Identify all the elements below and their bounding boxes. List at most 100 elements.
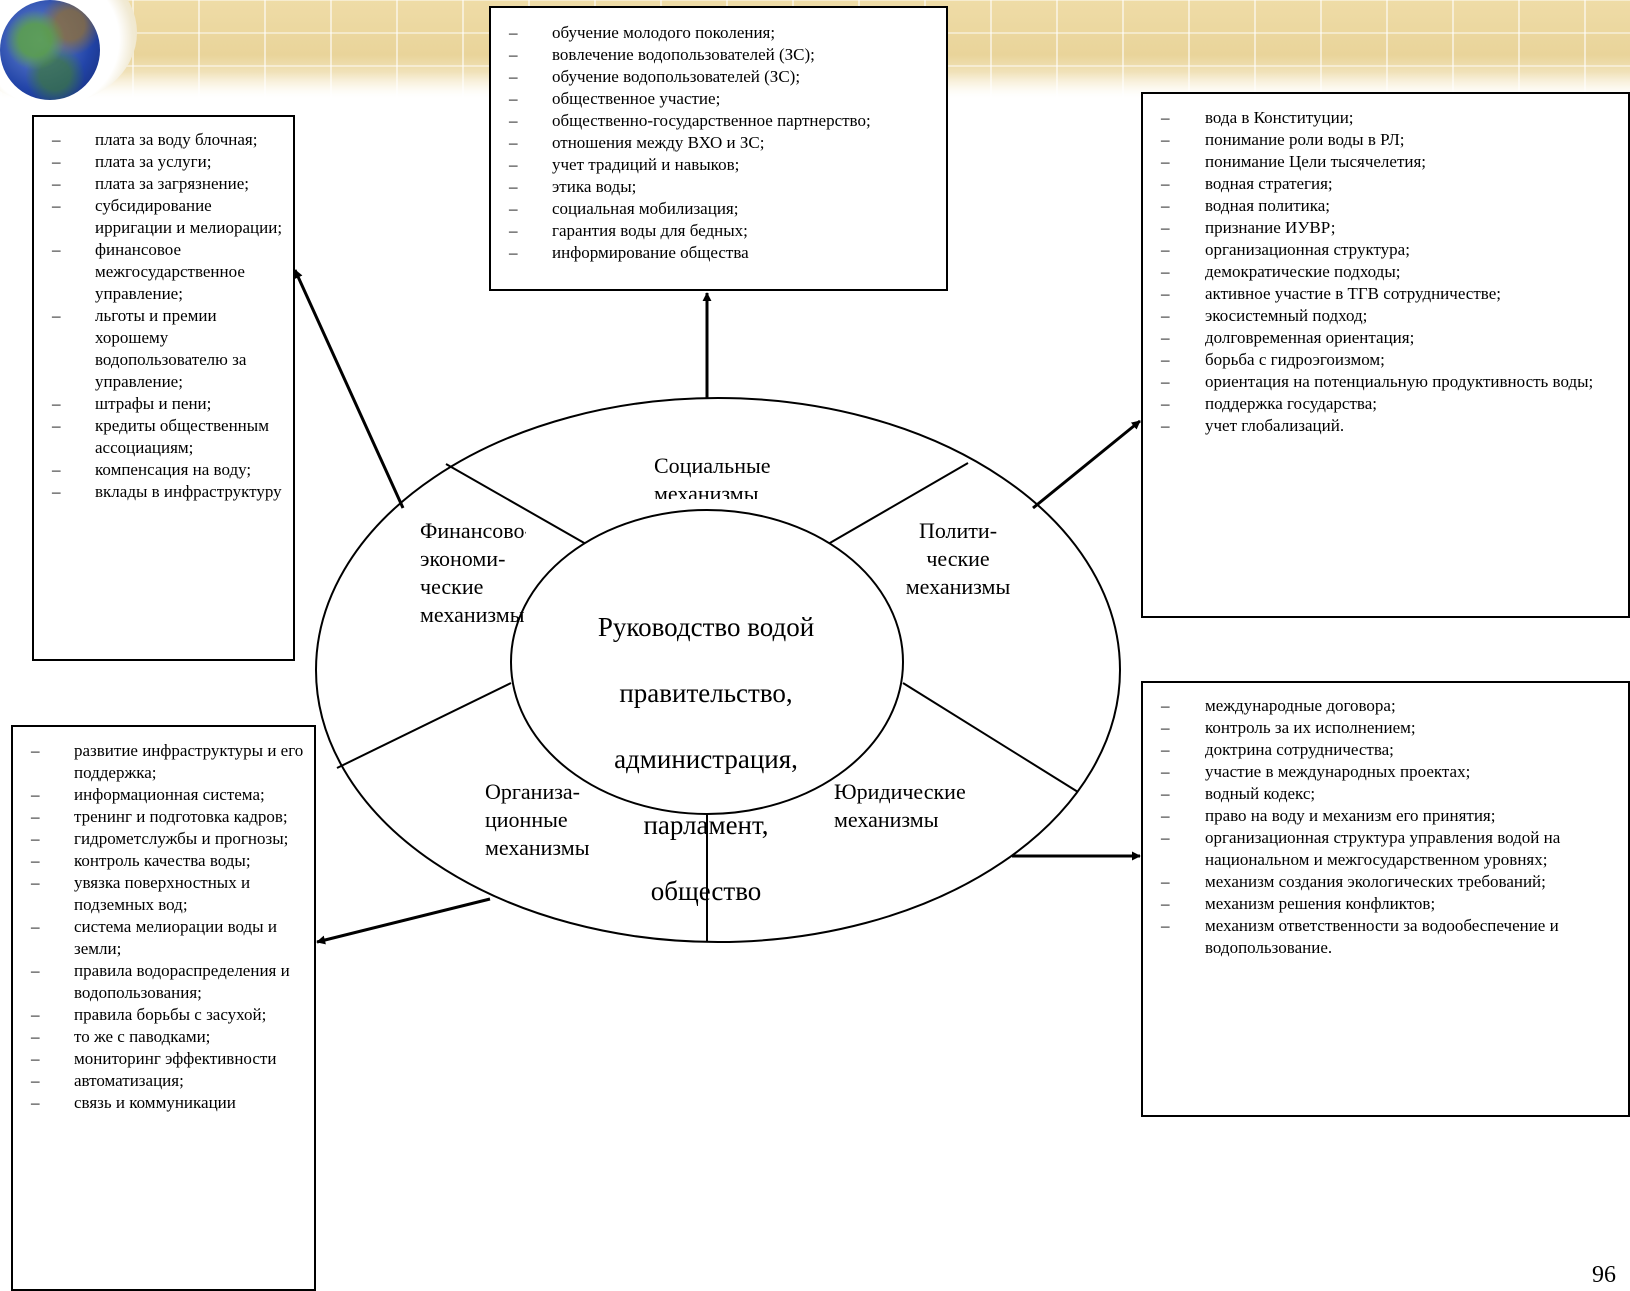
label-social-mechanisms: Социальные механизмы <box>654 452 794 499</box>
center-line: общество <box>650 876 762 906</box>
list-item: водная политика; <box>1143 195 1628 217</box>
list-item: ориентация на потенциальную продуктивнос… <box>1143 371 1628 393</box>
list-item: участие в международных проектах; <box>1143 761 1628 783</box>
globe-sphere <box>0 0 100 100</box>
list-item: механизм решения конфликтов; <box>1143 893 1628 915</box>
list-item: обучение молодого поколения; <box>491 22 942 44</box>
political-mechanisms-box: вода в Конституции;понимание роли воды в… <box>1141 92 1630 618</box>
list-item: мониторинг эффективности <box>13 1048 314 1070</box>
label-financial-mechanisms: Финансово- экономи- ческие механизмы <box>420 517 526 629</box>
list-item: поддержка государства; <box>1143 393 1628 415</box>
list-item: водная стратегия; <box>1143 173 1628 195</box>
center-line: правительство, <box>619 678 793 708</box>
list-item: информационная система; <box>13 784 314 806</box>
list-item: развитие инфраструктуры и его поддержка; <box>13 740 314 784</box>
list-item: водный кодекс; <box>1143 783 1628 805</box>
label-line: Организа- <box>485 779 581 804</box>
label-line: ционные <box>485 807 568 832</box>
list-item: общественное участие; <box>491 88 942 110</box>
legal-mechanisms-box: международные договора;контроль за их ис… <box>1141 681 1630 1117</box>
label-legal-mechanisms: Юридические механизмы <box>834 778 966 834</box>
list-item: гидрометслужбы и прогнозы; <box>13 828 314 850</box>
political-list: вода в Конституции;понимание роли воды в… <box>1143 107 1628 437</box>
list-item: экосистемный подход; <box>1143 305 1628 327</box>
label-line: ческие <box>926 546 990 571</box>
list-item: активное участие в ТГВ сотрудничестве; <box>1143 283 1628 305</box>
label-line: ческие <box>420 574 484 599</box>
list-item: международные договора; <box>1143 695 1628 717</box>
list-item: правила водораспределения и водопользова… <box>13 960 314 1004</box>
label-line: Юридические <box>834 779 966 804</box>
divider-line-social-political <box>815 462 969 552</box>
list-item: учет традиций и навыков; <box>491 154 942 176</box>
list-item: понимание роли воды в РЛ; <box>1143 129 1628 151</box>
list-item: система мелиорации воды и земли; <box>13 916 314 960</box>
list-item: автоматизация; <box>13 1070 314 1092</box>
list-item: организационная структура управления вод… <box>1143 827 1628 871</box>
center-line: парламент, <box>643 810 769 840</box>
list-item: этика воды; <box>491 176 942 198</box>
organizational-mechanisms-box: развитие инфраструктуры и его поддержка;… <box>11 725 316 1291</box>
label-line: Полити- <box>918 518 998 543</box>
list-item: вклады в инфраструктуру <box>34 481 291 503</box>
list-item: признание ИУВР; <box>1143 217 1628 239</box>
list-item: борьба с гидроэгоизмом; <box>1143 349 1628 371</box>
label-political-mechanisms: Полити- ческие механизмы <box>898 517 1018 601</box>
list-item: доктрина сотрудничества; <box>1143 739 1628 761</box>
list-item: механизм создания экологических требован… <box>1143 871 1628 893</box>
list-item: право на воду и механизм его принятия; <box>1143 805 1628 827</box>
list-item: долговременная ориентация; <box>1143 327 1628 349</box>
list-item: правила борьбы с засухой; <box>13 1004 314 1026</box>
list-item: механизм ответственности за водообеспече… <box>1143 915 1628 959</box>
outer-ellipse <box>315 397 1121 943</box>
list-item: гарантия воды для бедных; <box>491 220 942 242</box>
list-item: обучение водопользователей (ЗС); <box>491 66 942 88</box>
label-line: механизмы <box>485 835 590 860</box>
list-item: отношения между ВХО и ЗС; <box>491 132 942 154</box>
list-item: вода в Конституции; <box>1143 107 1628 129</box>
center-label: Руководство водой правительство, админис… <box>572 578 840 941</box>
label-line: Финансово- <box>420 518 526 543</box>
list-item: понимание Цели тысячелетия; <box>1143 151 1628 173</box>
label-line: Социальные <box>654 453 771 478</box>
list-item: информирование общества <box>491 242 942 264</box>
inner-ellipse <box>510 509 904 815</box>
label-line: механизмы <box>654 481 759 499</box>
page-number: 96 <box>1592 1262 1616 1288</box>
center-line: администрация, <box>614 744 798 774</box>
legal-list: международные договора;контроль за их ис… <box>1143 695 1628 959</box>
list-item: льготы и премии хорошему водопользовател… <box>34 305 291 393</box>
label-line: механизмы <box>420 602 525 627</box>
financial-list: плата за воду блочная;плата за услуги;пл… <box>34 129 291 503</box>
list-item: контроль качества воды; <box>13 850 314 872</box>
list-item: субсидирование ирригации и мелиорации; <box>34 195 291 239</box>
social-list: обучение молодого поколения;вовлечение в… <box>491 22 942 264</box>
list-item: кредиты общественным ассоциациям; <box>34 415 291 459</box>
list-item: штрафы и пени; <box>34 393 291 415</box>
list-item: социальная мобилизация; <box>491 198 942 220</box>
label-organizational-mechanisms: Организа- ционные механизмы <box>485 778 590 862</box>
list-item: увязка поверхностных и подземных вод; <box>13 872 314 916</box>
divider-line-financial-organizational <box>336 682 512 769</box>
arrow-to-political <box>1032 419 1141 510</box>
label-line: экономи- <box>420 546 506 571</box>
center-line: Руководство водой <box>597 612 815 642</box>
list-item: плата за услуги; <box>34 151 291 173</box>
arrow-to-financial <box>293 269 405 509</box>
list-item: организационная структура; <box>1143 239 1628 261</box>
label-line: механизмы <box>905 574 1011 599</box>
list-item: то же с паводками; <box>13 1026 314 1048</box>
list-item: компенсация на воду; <box>34 459 291 481</box>
divider-line-political-legal <box>902 682 1079 793</box>
list-item: демократические подходы; <box>1143 261 1628 283</box>
list-item: общественно-государственное партнерство; <box>491 110 942 132</box>
list-item: связь и коммуникации <box>13 1092 314 1114</box>
list-item: вовлечение водопользователей (ЗС); <box>491 44 942 66</box>
list-item: плата за загрязнение; <box>34 173 291 195</box>
financial-mechanisms-box: плата за воду блочная;плата за услуги;пл… <box>32 115 295 661</box>
arrow-to-organizational <box>316 897 491 945</box>
list-item: плата за воду блочная; <box>34 129 291 151</box>
list-item: учет глобализаций. <box>1143 415 1628 437</box>
list-item: тренинг и подготовка кадров; <box>13 806 314 828</box>
